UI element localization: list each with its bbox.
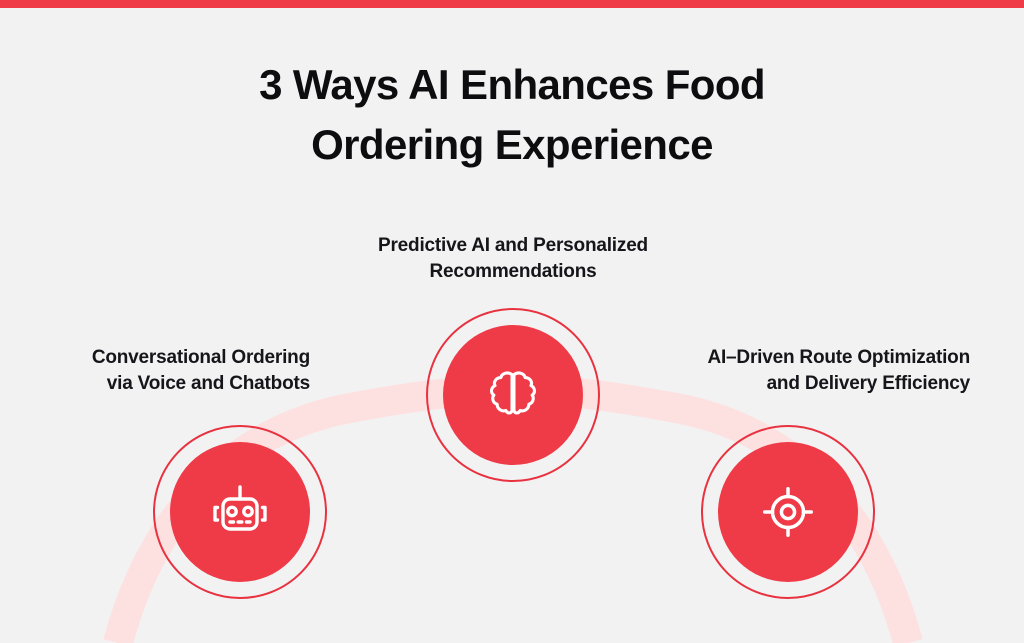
label-line-2: and Delivery Efficiency — [766, 373, 971, 394]
node-icon-disc[interactable] — [170, 442, 310, 582]
node-outer-ring — [426, 308, 600, 482]
target-crosshair-icon — [757, 481, 819, 543]
node-icon-disc[interactable] — [718, 442, 858, 582]
node-outer-ring — [153, 425, 327, 599]
node-label-route-optimization: AI–Driven Route Optimization and Deliver… — [640, 345, 970, 397]
node-route-optimization[interactable] — [701, 425, 875, 599]
node-icon-disc[interactable] — [443, 325, 583, 465]
node-outer-ring — [701, 425, 875, 599]
node-label-predictive-ai: Predictive AI and Personalized Recommend… — [333, 233, 693, 285]
label-line-2: Recommendations — [429, 261, 597, 282]
page-title: 3 Ways AI Enhances Food Ordering Experie… — [0, 55, 1024, 175]
robot-icon — [208, 480, 272, 544]
label-line-1: AI–Driven Route Optimization — [707, 347, 970, 368]
title-line-2: Ordering Experience — [311, 121, 713, 168]
node-label-conversational-ordering: Conversational Ordering via Voice and Ch… — [20, 345, 310, 397]
label-line-1: Predictive AI and Personalized — [378, 235, 648, 256]
node-predictive-ai[interactable] — [426, 308, 600, 482]
label-line-1: Conversational Ordering — [91, 347, 310, 368]
node-conversational-ordering[interactable] — [153, 425, 327, 599]
top-accent-bar — [0, 0, 1024, 8]
label-line-2: via Voice and Chatbots — [106, 373, 310, 394]
title-line-1: 3 Ways AI Enhances Food — [259, 61, 765, 108]
brain-icon — [482, 364, 544, 426]
